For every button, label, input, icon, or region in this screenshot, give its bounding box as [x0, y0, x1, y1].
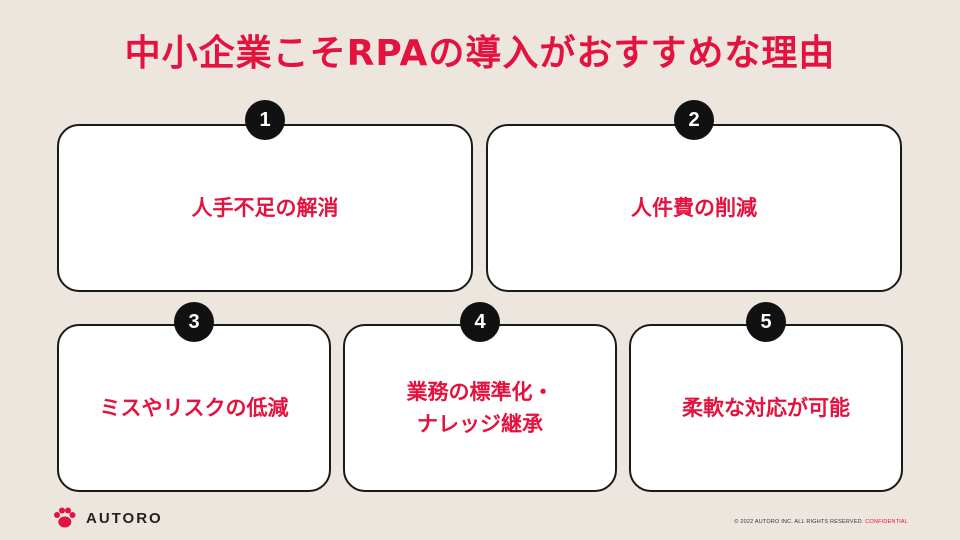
number-badge-4: 4	[460, 302, 500, 342]
reason-card-3: ミスやリスクの低減	[57, 324, 331, 492]
reason-card-2: 人件費の削減	[486, 124, 902, 292]
number-badge-1: 1	[245, 100, 285, 140]
number-badge-3: 3	[174, 302, 214, 342]
number-badge-2: 2	[674, 100, 714, 140]
reason-label-5: 柔軟な対応が可能	[682, 396, 850, 420]
reason-card-5: 柔軟な対応が可能	[629, 324, 903, 492]
autoro-logo: AUTORO	[52, 507, 163, 529]
confidential-label: CONFIDENTIAL	[865, 519, 908, 525]
footer-copyright: © 2022 AUTORO INC. ALL RIGHTS RESERVED. …	[734, 519, 908, 525]
reason-label-2: 人件費の削減	[631, 196, 757, 220]
copyright-text: © 2022 AUTORO INC. ALL RIGHTS RESERVED.	[734, 519, 864, 525]
number-badge-5: 5	[746, 302, 786, 342]
reason-label-1: 人手不足の解消	[191, 196, 339, 220]
paw-icon	[54, 507, 76, 528]
page-title: 中小企業こそRPAの導入がおすすめな理由	[124, 33, 836, 74]
reason-card-1: 人手不足の解消	[57, 124, 473, 292]
reason-card-4: 業務の標準化・ ナレッジ継承	[343, 324, 617, 492]
reason-label-4: 業務の標準化・ ナレッジ継承	[406, 380, 554, 436]
logo-text: AUTORO	[86, 509, 163, 527]
reason-label-3: ミスやリスクの低減	[99, 396, 289, 420]
